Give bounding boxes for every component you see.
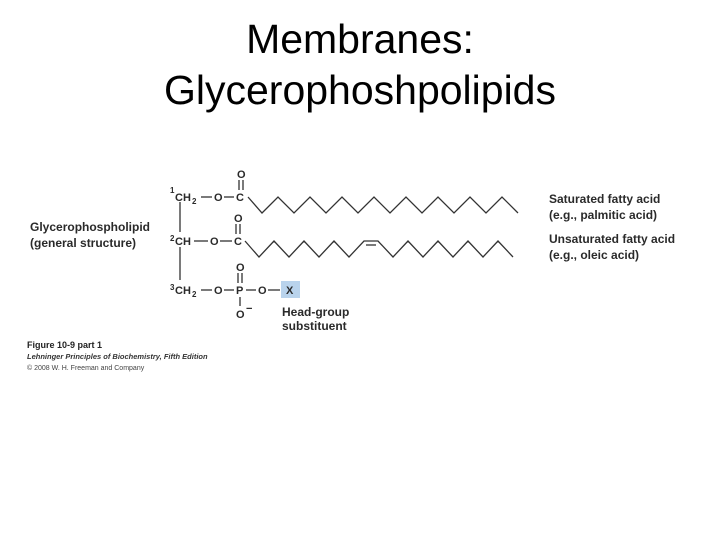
caption-book-title: Lehninger Principles of Biochemistry, Fi… bbox=[27, 352, 208, 361]
slide-title: Membranes: Glycerophoshpolipids bbox=[0, 14, 720, 116]
title-line-1: Membranes: bbox=[246, 16, 474, 62]
saturated-fatty-acid-chain bbox=[247, 196, 519, 214]
caption-figure-number: Figure 10-9 part 1 bbox=[27, 340, 102, 350]
row3-phosphoryl-oxygen: O bbox=[236, 262, 245, 274]
head-group-x: X bbox=[286, 285, 294, 297]
row1-carbonyl-oxygen: O bbox=[237, 169, 246, 181]
row3-ch: CH bbox=[175, 285, 191, 297]
row2-ch: CH bbox=[175, 236, 191, 248]
row3-phosphorus: P bbox=[236, 285, 243, 297]
head-group-label-line-1: Head-group bbox=[282, 305, 349, 319]
carbon-number-2: 2 bbox=[170, 234, 175, 243]
head-group-label-line-2: substituent bbox=[282, 319, 347, 333]
unsaturated-label-line-2: (e.g., oleic acid) bbox=[549, 248, 639, 262]
row2-carbonyl-oxygen: O bbox=[234, 213, 243, 225]
row1-carbonyl-carbon: C bbox=[236, 192, 244, 204]
row1-ch: CH bbox=[175, 192, 191, 204]
row2-carbonyl-carbon: C bbox=[234, 236, 242, 248]
saturated-label-line-2: (e.g., palmitic acid) bbox=[549, 208, 657, 222]
title-line-2: Glycerophoshpolipids bbox=[163, 67, 556, 113]
head-group-box bbox=[281, 281, 300, 298]
row1-subscript-2: 2 bbox=[192, 197, 197, 206]
carbon-number-3: 3 bbox=[170, 283, 175, 292]
phosphate-charge: − bbox=[246, 303, 252, 315]
row1-oxygen: O bbox=[214, 192, 223, 204]
row3-oxygen: O bbox=[214, 285, 223, 297]
row2-oxygen: O bbox=[210, 236, 219, 248]
row3-subscript-2: 2 bbox=[192, 290, 197, 299]
unsaturated-fatty-acid-chain bbox=[244, 240, 514, 258]
unsaturated-label-line-1: Unsaturated fatty acid bbox=[549, 232, 675, 246]
saturated-label-line-1: Saturated fatty acid bbox=[549, 192, 660, 206]
caption-copyright: © 2008 W. H. Freeman and Company bbox=[27, 364, 145, 372]
left-label-line-2: (general structure) bbox=[30, 236, 136, 250]
row3-ester-oxygen: O bbox=[258, 285, 267, 297]
left-label-line-1: Glycerophospholipid bbox=[30, 220, 150, 234]
row3-anionic-oxygen: O bbox=[236, 309, 245, 321]
carbon-number-1: 1 bbox=[170, 186, 175, 195]
